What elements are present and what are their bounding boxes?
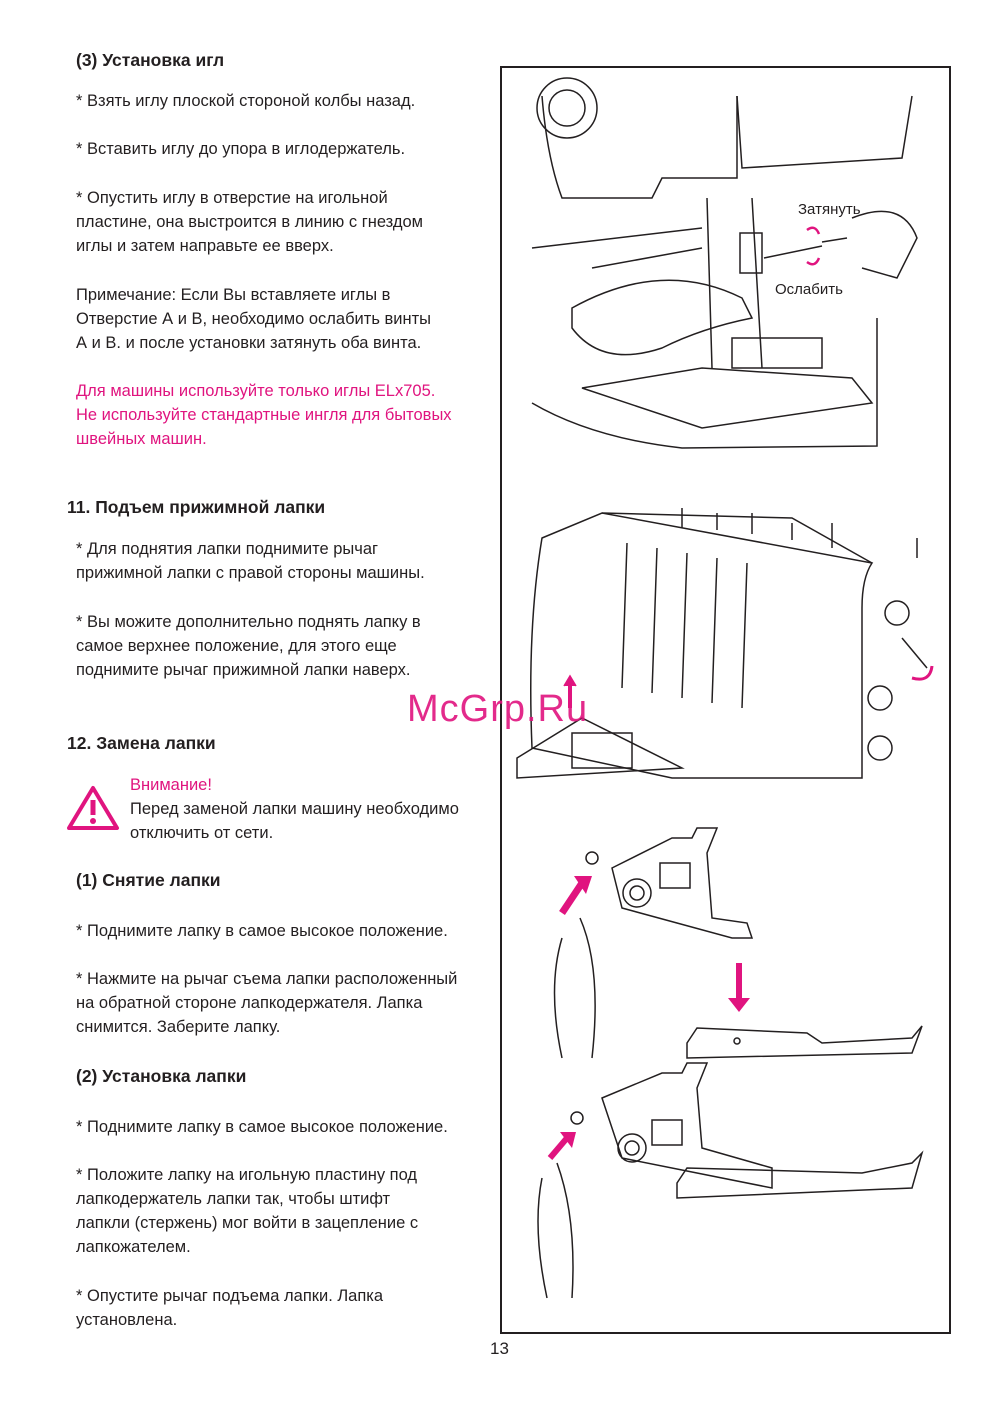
section-title-presser-lift: 11. Подъем прижимной лапки (67, 497, 326, 517)
attention-label: Внимание! (130, 776, 212, 794)
tighten-label: Затянуть (798, 201, 861, 218)
bullet: * Для поднятия лапки поднимите рычаг при… (76, 540, 425, 582)
page-number: 13 (490, 1339, 509, 1358)
bullet: * Положите лапку на игольную пластину по… (76, 1166, 419, 1256)
section-title-needle-install: (3) Установка игл (76, 50, 225, 70)
watermark: McGrp.Ru (407, 688, 589, 730)
bullet: * Нажмите на рычаг съема лапки расположе… (76, 970, 458, 1036)
section-title-foot-change: 12. Замена лапки (67, 733, 216, 753)
illustration-frame: Затянуть Ослабить (500, 66, 951, 1334)
bullet: * Взять иглу плоской стороной колбы наза… (76, 92, 416, 110)
bullet: * Опустить иглу в отверстие на игольной … (76, 189, 424, 255)
subsection-title-install: (2) Установка лапки (76, 1066, 247, 1086)
note: Примечание: Если Вы вставляете иглы в От… (76, 286, 432, 352)
bullet: * Поднимите лапку в самое высокое положе… (76, 1118, 448, 1136)
sewing-machine-illustration (516, 77, 934, 1299)
bullet: * Поднимите лапку в самое высокое положе… (76, 922, 448, 940)
attention-text: Перед заменой лапки машину необходимо от… (130, 800, 459, 842)
loosen-label: Ослабить (775, 281, 843, 298)
bullet: * Вы можите дополнительно поднять лапку … (76, 613, 421, 679)
warning-triangle-icon (67, 786, 119, 830)
subsection-title-removal: (1) Снятие лапки (76, 870, 221, 890)
bullet: * Опустите рычаг подъема лапки. Лапка ус… (76, 1287, 384, 1329)
needle-warning: Для машины используйте только иглы ELx70… (76, 382, 452, 448)
bullet: * Вставить иглу до упора в иглодержатель… (76, 140, 406, 158)
